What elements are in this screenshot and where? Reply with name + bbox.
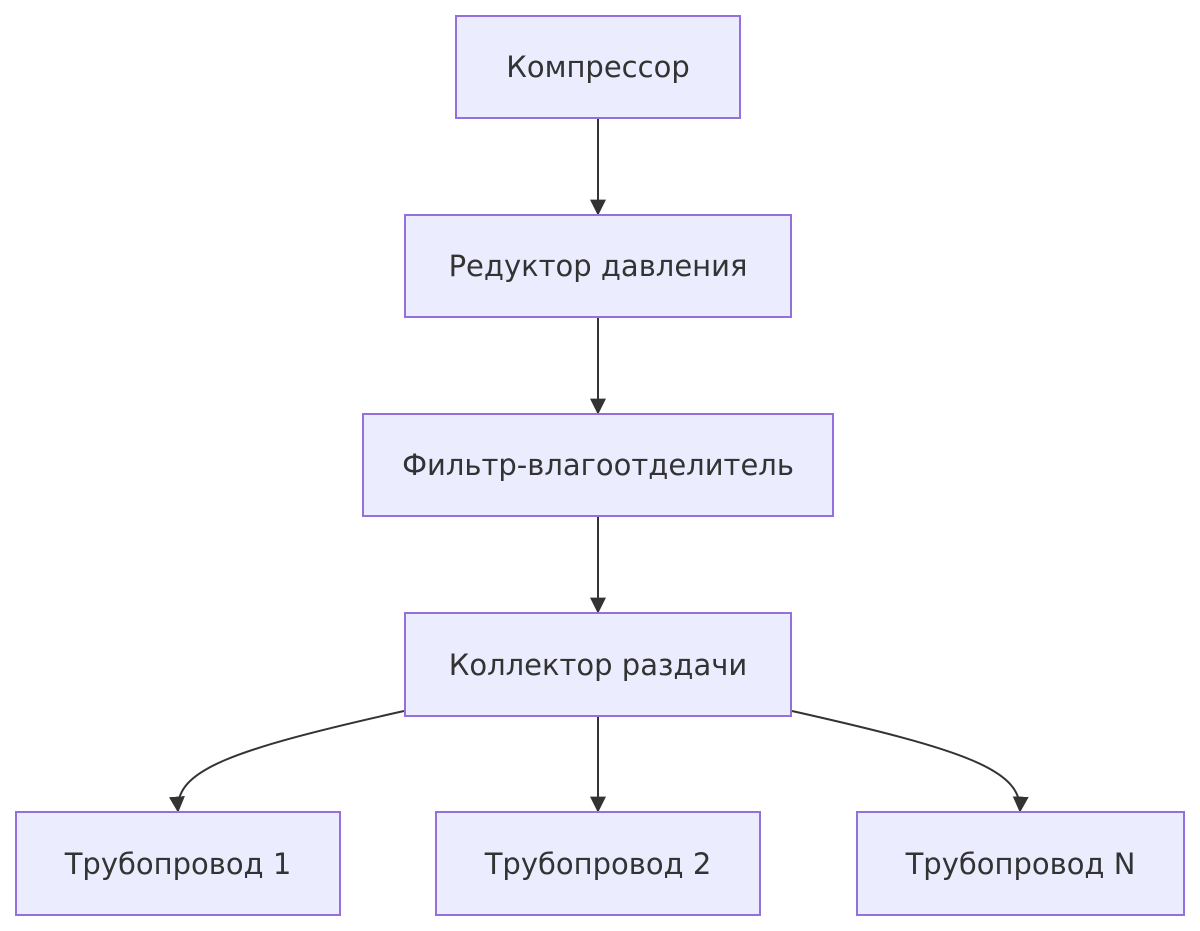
node-filter-label: Фильтр-влагоотделитель — [402, 448, 794, 482]
edge-collector-pipeN — [791, 710, 1029, 813]
node-filter: Фильтр-влагоотделитель — [362, 413, 834, 517]
edge-collector-pipe1 — [168, 710, 405, 813]
node-pipe-2: Трубопровод 2 — [435, 811, 761, 916]
node-collector: Коллектор раздачи — [404, 612, 792, 717]
node-pipe-1: Трубопровод 1 — [15, 811, 341, 916]
node-reducer-label: Редуктор давления — [448, 249, 748, 283]
node-pipe-2-label: Трубопровод 2 — [484, 846, 712, 881]
node-pipe-n: Трубопровод N — [856, 811, 1185, 916]
node-reducer: Редуктор давления — [404, 214, 792, 318]
node-collector-label: Коллектор раздачи — [448, 647, 748, 682]
node-compressor: Компрессор — [455, 15, 741, 119]
node-compressor-label: Компрессор — [506, 50, 690, 84]
node-pipe-n-label: Трубопровод N — [905, 846, 1136, 881]
node-pipe-1-label: Трубопровод 1 — [64, 846, 292, 881]
